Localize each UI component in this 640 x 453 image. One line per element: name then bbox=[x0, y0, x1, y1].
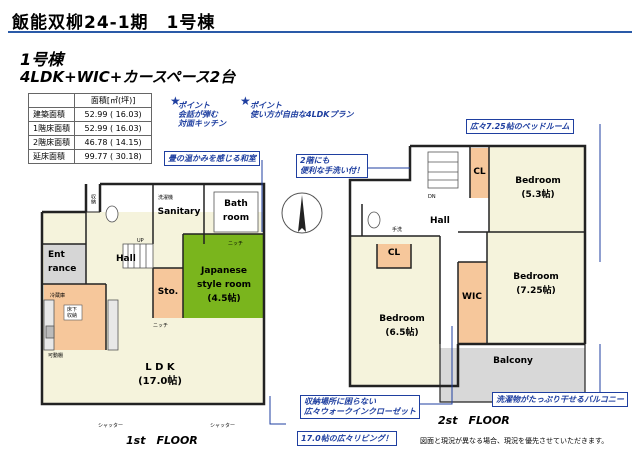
japanese-room-line2: style room bbox=[196, 280, 252, 290]
toilet-icon bbox=[367, 211, 381, 229]
entrance-label-line2: rance bbox=[48, 264, 77, 274]
disclaimer-note: 図面と現況が異なる場合、現況を優先させていただきます。 bbox=[420, 437, 609, 445]
wic-line2: 広々ウォークインクローゼット bbox=[304, 407, 416, 416]
closet-label: CL bbox=[387, 248, 401, 258]
entrance-label-line1: Ent bbox=[48, 250, 65, 260]
bedroom-callout: 広々7.25帖のベッドルーム bbox=[466, 119, 574, 134]
floor-storage-line2: 収納 bbox=[67, 313, 78, 319]
stairs-down-label: DN bbox=[428, 194, 436, 200]
bedroom-65-label: Bedroom (6.5帖) bbox=[364, 312, 440, 340]
floor2-walls bbox=[348, 144, 587, 403]
hall1-label: Hall bbox=[116, 254, 136, 264]
ldk-size: (17.0帖) bbox=[138, 376, 182, 387]
floor-storage-label: 床下 収納 bbox=[67, 307, 77, 319]
point-plan-label: ポイント bbox=[250, 101, 282, 110]
wic-label: WIC bbox=[462, 292, 482, 302]
wic-callout: 収納場所に困らない 広々ウォークインクローゼット bbox=[300, 395, 420, 419]
balcony-label: Balcony bbox=[493, 356, 533, 366]
table-row: 延床面積 99.77 ( 30.18) bbox=[27, 149, 153, 164]
japanese-room-label: Japanese style room (4.5帖) bbox=[186, 264, 262, 306]
bedroom725-floor bbox=[487, 232, 585, 344]
floor-storage-icon bbox=[63, 304, 83, 321]
washitsu-callout: 畳の温かみを感じる和室 bbox=[164, 151, 260, 166]
bathroom-label: Bath room bbox=[214, 197, 258, 225]
point-kitchen-line2: 対面キッチン bbox=[178, 119, 226, 128]
niche-label: ニッチ bbox=[153, 323, 169, 329]
bedroom-725-size: (7.25帖) bbox=[516, 286, 556, 296]
bedroom-725-line1: Bedroom bbox=[513, 272, 559, 282]
bedroom-53-line1: Bedroom bbox=[515, 176, 561, 186]
bathroom-label-line1: Bath bbox=[224, 199, 248, 209]
table-row: 1階床面積 52.99 ( 16.03) bbox=[27, 121, 153, 136]
entrance-label: Ent rance bbox=[48, 248, 84, 276]
bathtub-icon bbox=[213, 191, 259, 233]
stairs-up-label: UP bbox=[137, 238, 144, 244]
storage-label: 収納 bbox=[90, 194, 96, 204]
storage-floor bbox=[153, 268, 183, 318]
compass-icon bbox=[281, 192, 323, 234]
japanese-room-line1: Japanese bbox=[201, 266, 247, 276]
layout-summary: 4LDK+WIC+カースペース2台 bbox=[20, 68, 236, 86]
wic-floor bbox=[458, 262, 486, 344]
floor-storage-line1: 床下 bbox=[67, 307, 78, 313]
living-callout: 17.0帖の広々リビング！ bbox=[297, 431, 397, 446]
wic-line1: 収納場所に困らない bbox=[304, 397, 376, 406]
niche-label: ニッチ bbox=[228, 241, 244, 247]
floor1-title: 1st FLOOR bbox=[126, 434, 198, 447]
floor1-walls bbox=[40, 182, 266, 406]
japanese-room-fill bbox=[183, 234, 264, 318]
teharai-line2: 便利な手洗い付！ bbox=[300, 166, 364, 175]
shutter-label: シャッター bbox=[98, 423, 124, 429]
washing-machine-label: 洗濯機 bbox=[158, 195, 174, 201]
entrance-floor bbox=[44, 244, 86, 284]
point-kitchen-label: ポイント bbox=[178, 101, 210, 110]
table-row: 2階床面積 46.78 ( 14.15) bbox=[27, 135, 153, 150]
bedroom53-floor bbox=[489, 146, 585, 232]
bedroom-65-line1: Bedroom bbox=[379, 314, 425, 324]
area-value: 99.77 ( 30.18) bbox=[74, 149, 153, 164]
area-label: 延床面積 bbox=[27, 149, 76, 164]
shutter-label: シャッター bbox=[210, 423, 236, 429]
movable-shelf-label: 可動棚 bbox=[48, 353, 64, 359]
teharai-line1: 2階にも bbox=[300, 156, 330, 165]
star-icon: ★ bbox=[240, 94, 251, 108]
handwash-label: 手洗 bbox=[392, 227, 403, 233]
teharai-callout: 2階にも 便利な手洗い付！ bbox=[296, 154, 368, 178]
page-title: 飯能双柳24-1期 1号棟 bbox=[12, 13, 216, 33]
bedroom-65-size: (6.5帖) bbox=[385, 328, 419, 338]
ldk-label-line1: L D K bbox=[145, 362, 175, 373]
kitchen-counter bbox=[43, 299, 119, 351]
house-number: 1号棟 bbox=[20, 50, 64, 69]
bedroom-725-label: Bedroom (7.25帖) bbox=[496, 270, 576, 298]
point-kitchen-callout: ポイント 会話が弾む 対面キッチン bbox=[178, 101, 226, 128]
floor2-stairs bbox=[427, 151, 459, 189]
floor1-stairs bbox=[122, 243, 154, 269]
area-table: 面積[㎡(坪)] 建築面積 52.99 ( 16.03) 1階床面積 52.99… bbox=[27, 93, 153, 164]
floor2-title: 2st FLOOR bbox=[438, 414, 510, 427]
title-underline bbox=[8, 31, 632, 33]
sanitary-label: Sanitary bbox=[157, 207, 201, 217]
ldk-label: L D K (17.0帖) bbox=[120, 361, 200, 389]
closet-label: CL bbox=[473, 167, 486, 177]
point-plan-line1: 使い方が自由な4LDKプラン bbox=[250, 110, 354, 119]
toilet-icon bbox=[105, 205, 119, 223]
area-table-header-row: 面積[㎡(坪)] bbox=[27, 93, 153, 108]
point-plan-callout: ポイント 使い方が自由な4LDKプラン bbox=[250, 101, 354, 119]
bedroom-53-size: (5.3帖) bbox=[521, 190, 555, 200]
star-icon: ★ bbox=[170, 94, 181, 108]
hall2-label: Hall bbox=[430, 216, 450, 226]
cl2-floor bbox=[377, 244, 411, 268]
storage-room-label: Sto. bbox=[157, 287, 179, 297]
fridge-label: 冷蔵庫 bbox=[50, 293, 66, 299]
japanese-room-size: (4.5帖) bbox=[207, 294, 241, 304]
balcony-callout: 洗濯物がたっぷり干せるバルコニー bbox=[492, 392, 628, 407]
point-kitchen-line1: 会話が弾む bbox=[178, 110, 218, 119]
bathroom-label-line2: room bbox=[222, 213, 250, 223]
cl-floor bbox=[470, 148, 489, 198]
bedroom-53-label: Bedroom (5.3帖) bbox=[498, 174, 578, 202]
